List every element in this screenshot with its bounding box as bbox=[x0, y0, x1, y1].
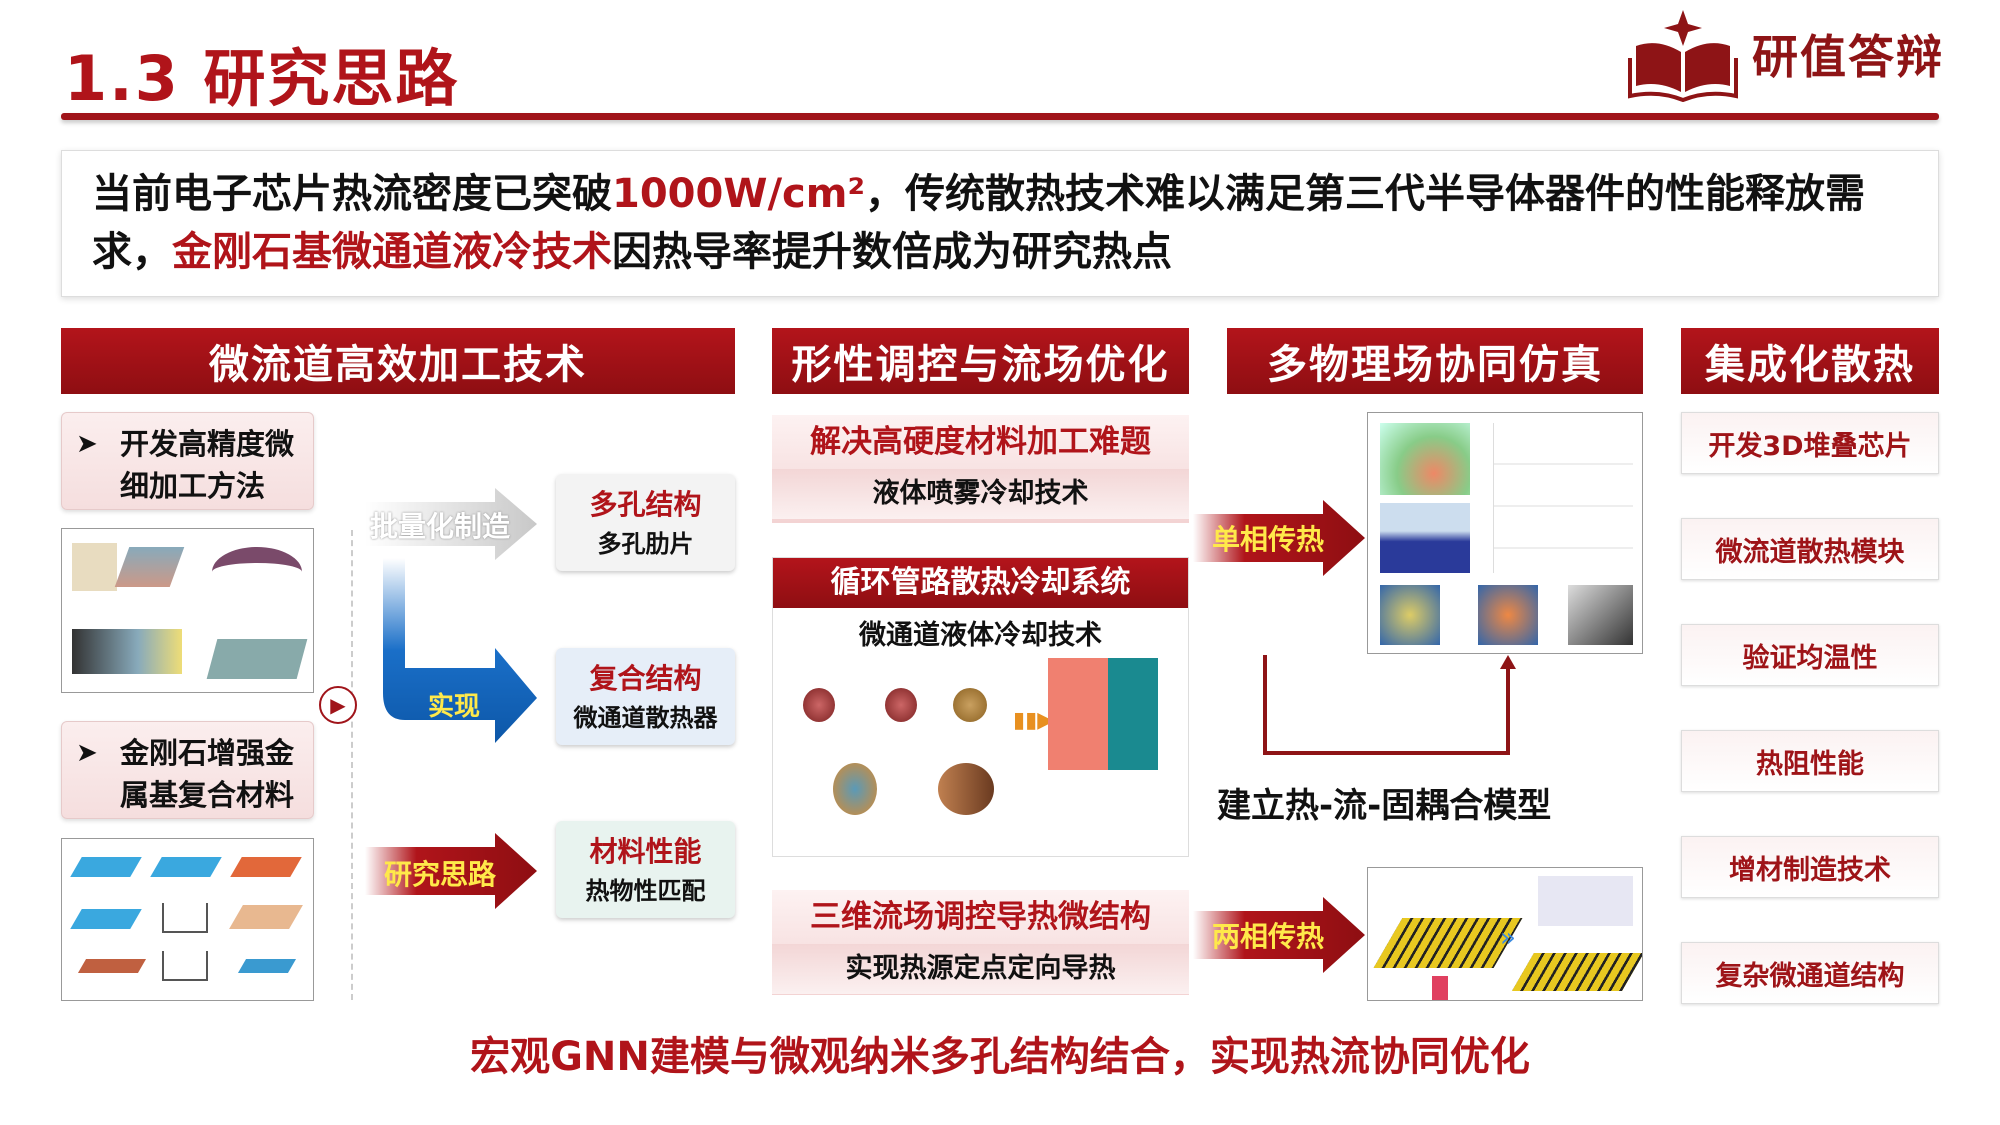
block-title: 三维流场调控导热微结构 bbox=[772, 890, 1189, 944]
double-chevron-icon: » bbox=[1500, 923, 1516, 953]
droplet-figure bbox=[833, 763, 877, 815]
block-subtitle: 微通道液体冷却技术 bbox=[859, 620, 1102, 651]
gray-arrow bbox=[365, 488, 537, 560]
open-book-icon bbox=[1628, 10, 1738, 102]
item-precision-machining: ➤ 开发高精度微细加工方法 bbox=[61, 412, 314, 510]
simulation-figure bbox=[1367, 412, 1643, 654]
intro-box: 当前电子芯片热流密度已突破1000W/cm²，传统散热技术难以满足第三代半导体器… bbox=[61, 150, 1939, 297]
title-divider bbox=[61, 113, 1939, 120]
conclusion-text: 宏观GNN建模与微观纳米多孔结构结合，实现热流协同优化 bbox=[470, 1034, 1530, 1080]
red-arrow bbox=[365, 833, 537, 909]
arrowhead-bullet-icon: ➤ bbox=[76, 738, 98, 768]
result-title: 多孔结构 bbox=[589, 488, 702, 521]
result-subtitle: 热物性匹配 bbox=[585, 877, 706, 905]
item-label: 金刚石增强金属基复合材料 bbox=[120, 736, 295, 812]
column-header-microchannel-processing: 微流道高效加工技术 bbox=[61, 328, 735, 394]
composite-process-figure bbox=[61, 838, 314, 1001]
result-subtitle: 微通道散热器 bbox=[573, 704, 718, 732]
droplet-figure bbox=[885, 688, 917, 722]
integration-item: 复杂微通道结构 bbox=[1681, 942, 1939, 1004]
logo: 研值答辩 bbox=[1628, 6, 1948, 102]
feedback-connector bbox=[1263, 655, 1516, 755]
block-subtitle: 实现热源定点定向导热 bbox=[772, 944, 1189, 994]
column-header-flow-optimization: 形性调控与流场优化 bbox=[772, 328, 1189, 394]
next-arrow-button[interactable]: ▶ bbox=[319, 686, 357, 724]
integration-item: 热阻性能 bbox=[1681, 730, 1939, 792]
integration-item: 开发3D堆叠芯片 bbox=[1681, 412, 1939, 474]
arrow-label-research: 研究思路 bbox=[384, 858, 497, 891]
arrow-label-two-phase: 两相传热 bbox=[1212, 920, 1325, 953]
intro-text: 当前电子芯片热流密度已突破 bbox=[92, 171, 612, 217]
result-composite: 复合结构微通道散热器 bbox=[556, 648, 735, 745]
arrow-label-realize: 实现 bbox=[428, 692, 481, 722]
arrow-label-single-phase: 单相传热 bbox=[1212, 523, 1325, 556]
item-label: 开发高精度微细加工方法 bbox=[120, 427, 295, 503]
page-title: 1.3 研究思路 bbox=[64, 42, 460, 115]
logo-text: 研值答辩 bbox=[1752, 30, 1944, 84]
integration-item: 微流道散热模块 bbox=[1681, 518, 1939, 580]
block-subtitle: 液体喷雾冷却技术 bbox=[772, 469, 1189, 519]
two-phase-arrow bbox=[1193, 897, 1365, 973]
item-diamond-composite: ➤ 金刚石增强金属基复合材料 bbox=[61, 721, 314, 819]
block-hard-material: 解决高硬度材料加工难题 液体喷雾冷却技术 bbox=[772, 415, 1189, 523]
two-phase-figure: » bbox=[1367, 867, 1643, 1001]
block-circulation-system: 循环管路散热冷却系统 微通道液体冷却技术 ▮▮▶ bbox=[772, 557, 1189, 857]
intro-highlight-heat-flux: 1000W/cm² bbox=[612, 171, 865, 217]
block-title: 循环管路散热冷却系统 bbox=[773, 558, 1188, 608]
result-material: 材料性能热物性匹配 bbox=[556, 821, 735, 918]
droplet-figure bbox=[803, 688, 835, 722]
flow-arrows bbox=[365, 488, 537, 743]
result-title: 复合结构 bbox=[589, 662, 702, 695]
single-phase-arrow bbox=[1193, 500, 1365, 576]
arrowhead-bullet-icon: ➤ bbox=[76, 429, 98, 459]
blue-l-arrow bbox=[383, 558, 537, 743]
machining-figure bbox=[61, 528, 314, 693]
intro-text: ，传统散热技术难以满足第三代半导体器件的性能释放需求， bbox=[92, 171, 1865, 275]
arrow-label-batch: 批量化制造 bbox=[370, 510, 511, 543]
result-porous: 多孔结构多孔肋片 bbox=[556, 474, 735, 571]
column-header-multiphysics: 多物理场协同仿真 bbox=[1227, 328, 1643, 394]
integration-item: 验证均温性 bbox=[1681, 624, 1939, 686]
intro-highlight-technology: 金刚石基微通道液冷技术 bbox=[172, 229, 612, 275]
droplet-figure bbox=[938, 763, 994, 815]
intro-text: 因热导率提升数倍成为研究热点 bbox=[612, 229, 1172, 275]
block-title: 解决高硬度材料加工难题 bbox=[772, 415, 1189, 469]
play-icon: ▶ bbox=[330, 693, 346, 717]
chart-figure bbox=[1108, 658, 1158, 770]
coupled-model-label: 建立热-流-固耦合模型 bbox=[1217, 786, 1552, 826]
column-header-integrated-cooling: 集成化散热 bbox=[1681, 328, 1939, 394]
chart-figure bbox=[1048, 658, 1108, 770]
column-divider bbox=[351, 530, 353, 1000]
result-title: 材料性能 bbox=[589, 835, 702, 868]
integration-item: 增材制造技术 bbox=[1681, 836, 1939, 898]
result-subtitle: 多孔肋片 bbox=[597, 530, 694, 558]
arrow-icon: ▮▮▶ bbox=[1013, 708, 1055, 733]
droplet-figure bbox=[953, 688, 987, 722]
block-3d-flow-field: 三维流场调控导热微结构 实现热源定点定向导热 bbox=[772, 890, 1189, 995]
